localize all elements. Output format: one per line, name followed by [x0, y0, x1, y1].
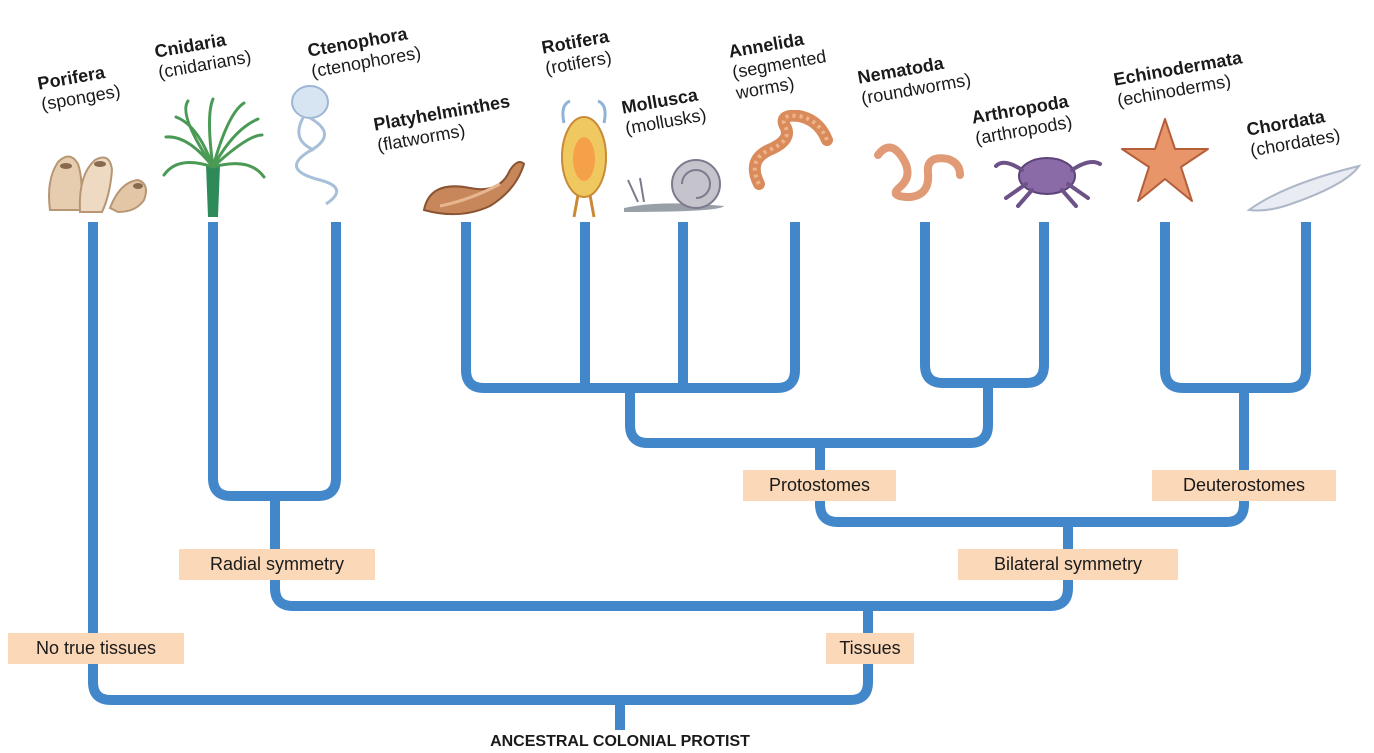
branch-cnidaria-ctenophora	[213, 222, 336, 496]
sponge-icon	[40, 140, 155, 220]
trait-radial-symmetry: Radial symmetry	[179, 549, 375, 580]
cnidarian-icon	[158, 95, 268, 220]
branch-deuterostomes	[1165, 222, 1306, 388]
roundworm-icon	[870, 135, 965, 205]
branch-radial-vs-bilateral	[275, 500, 1068, 606]
trait-protostomes: Protostomes	[743, 470, 896, 501]
lancelet-icon	[1245, 160, 1365, 215]
sea-star-icon	[1120, 115, 1210, 205]
comb-jelly-icon	[280, 80, 360, 210]
branch-lophotrochozoa	[466, 222, 795, 388]
rotifer-icon	[552, 95, 617, 220]
trait-bilateral-symmetry: Bilateral symmetry	[958, 549, 1178, 580]
crab-icon	[990, 140, 1105, 210]
flatworm-icon	[420, 150, 530, 220]
trait-tissues: Tissues	[826, 633, 914, 664]
branch-lophotrochozoa-ecdysozoa	[630, 385, 988, 443]
branch-ecdysozoa	[925, 222, 1044, 383]
segmented-worm-icon	[745, 110, 835, 195]
branch-protostomes-deuterostomes	[820, 390, 1244, 522]
root-label: ANCESTRAL COLONIAL PROTIST	[0, 733, 1240, 751]
trait-no-true-tissues: No true tissues	[8, 633, 184, 664]
snail-icon	[620, 150, 730, 215]
trait-deuterostomes: Deuterostomes	[1152, 470, 1336, 501]
